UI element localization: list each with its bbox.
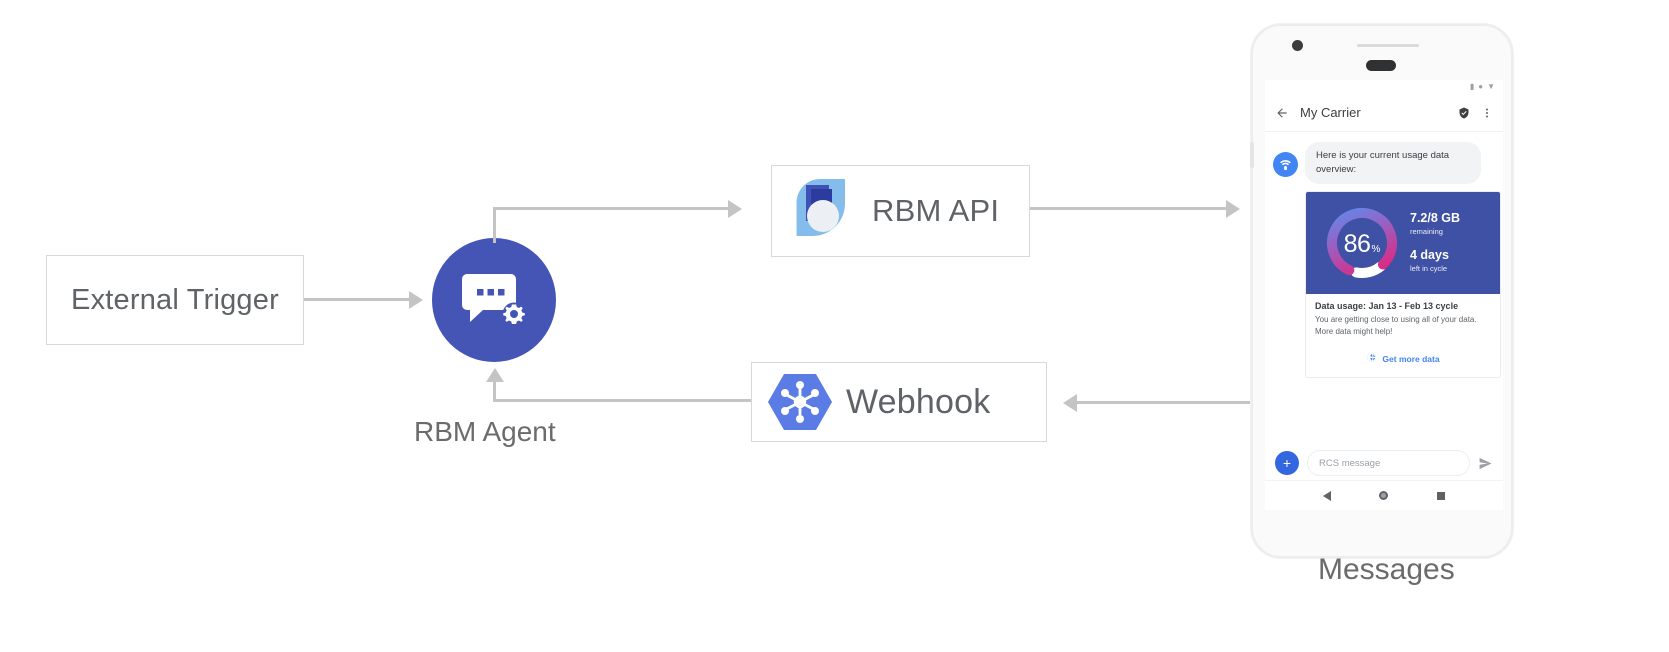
phone-side-button[interactable] <box>1250 142 1254 168</box>
signal-icon: ▮ <box>1469 82 1475 91</box>
webhook-label: Webhook <box>846 382 991 421</box>
rbm-api-droplet-icon <box>796 178 845 236</box>
message-composer: + RCS message <box>1265 450 1503 476</box>
data-usage-gauge: 86 % <box>1322 203 1402 283</box>
plus-icon[interactable]: + <box>1275 451 1299 475</box>
arrowhead-device-to-webhook <box>1063 394 1077 412</box>
arrowhead-agent-to-api <box>728 200 742 218</box>
external-trigger-node[interactable]: External Trigger <box>46 255 304 345</box>
connector-webhook-up <box>493 382 496 401</box>
verified-shield-icon <box>1458 107 1470 119</box>
nav-home-circle-icon[interactable] <box>1379 491 1389 500</box>
webhook-node[interactable]: Webhook <box>751 362 1047 442</box>
phone-device: ▮ ● ▼ My Carrier <box>1250 24 1513 558</box>
back-arrow-icon[interactable] <box>1275 106 1289 120</box>
card-action-label: Get more data <box>1382 353 1440 364</box>
rbm-api-label: RBM API <box>872 193 1000 228</box>
phone-camera <box>1292 40 1303 51</box>
rcs-message-input[interactable]: RCS message <box>1307 450 1470 476</box>
card-description: You are getting close to using all of yo… <box>1315 314 1477 336</box>
stat-data-remaining-label: remaining <box>1410 227 1443 237</box>
stat-data-remaining-value: 7.2/8 GB <box>1410 211 1461 226</box>
arrowhead-trigger-to-agent <box>409 291 423 309</box>
rcs-agent-avatar-icon <box>1273 152 1298 177</box>
connector-api-to-device <box>1030 207 1226 210</box>
rich-card[interactable]: 86 % 7.2/8 GB remaining 4 days lef <box>1305 190 1501 378</box>
phone-screen: ▮ ● ▼ My Carrier <box>1265 80 1503 510</box>
stat-days-left-label: left in cycle <box>1410 263 1448 273</box>
external-trigger-label: External Trigger <box>71 283 279 316</box>
card-action-get-more-data[interactable]: Get more data <box>1306 342 1500 377</box>
stat-days-left-value: 4 days <box>1410 248 1449 263</box>
nav-recents-square-icon[interactable] <box>1436 491 1445 500</box>
connector-trigger-to-agent <box>304 298 409 301</box>
incoming-message-text: Here is your current usage data overview… <box>1305 142 1481 184</box>
gauge-readout: 86 % <box>1322 203 1402 283</box>
stat-data-remaining: 7.2/8 GB remaining <box>1410 211 1494 237</box>
app-header: My Carrier <box>1265 94 1503 132</box>
rbm-agent-node[interactable] <box>432 238 556 362</box>
incoming-message-row: Here is your current usage data overview… <box>1273 142 1495 184</box>
conversation-thread: Here is your current usage data overview… <box>1265 132 1503 378</box>
phone-earpiece <box>1357 44 1419 47</box>
more-vert-icon[interactable] <box>1481 107 1493 119</box>
webhook-hexagon-icon <box>768 374 832 430</box>
connector-webhook-to-agent <box>493 399 751 402</box>
rbm-api-node[interactable]: RBM API <box>771 165 1030 257</box>
connector-device-to-webhook <box>1077 401 1261 404</box>
send-icon[interactable] <box>1478 456 1493 471</box>
arrowhead-webhook-to-agent <box>486 368 504 382</box>
chat-gear-icon <box>462 274 526 326</box>
connector-agent-to-api <box>493 207 728 210</box>
card-title: Data usage: Jan 13 - Feb 13 cycle <box>1315 300 1459 311</box>
wifi-icon: ● <box>1478 82 1484 91</box>
rbm-agent-label: RBM Agent <box>414 416 556 447</box>
stat-days-left: 4 days left in cycle <box>1410 248 1494 273</box>
card-body: Data usage: Jan 13 - Feb 13 cycle You ar… <box>1306 294 1500 342</box>
arrowhead-api-to-device <box>1226 200 1240 218</box>
globe-icon <box>1366 350 1377 368</box>
status-bar: ▮ ● ▼ <box>1265 80 1503 94</box>
nav-back-triangle-icon[interactable] <box>1323 490 1332 501</box>
android-nav-bar <box>1265 480 1503 510</box>
phone-speaker <box>1366 60 1396 71</box>
messages-device-label: Messages <box>1318 553 1455 586</box>
connector-agent-up <box>493 207 496 243</box>
gauge-unit: % <box>1371 243 1381 255</box>
card-media: 86 % 7.2/8 GB remaining 4 days lef <box>1306 191 1500 294</box>
battery-icon: ▼ <box>1487 82 1495 91</box>
conversation-title: My Carrier <box>1300 105 1361 120</box>
gauge-value: 86 <box>1343 229 1371 258</box>
card-stats: 7.2/8 GB remaining 4 days left in cycle <box>1410 192 1494 294</box>
